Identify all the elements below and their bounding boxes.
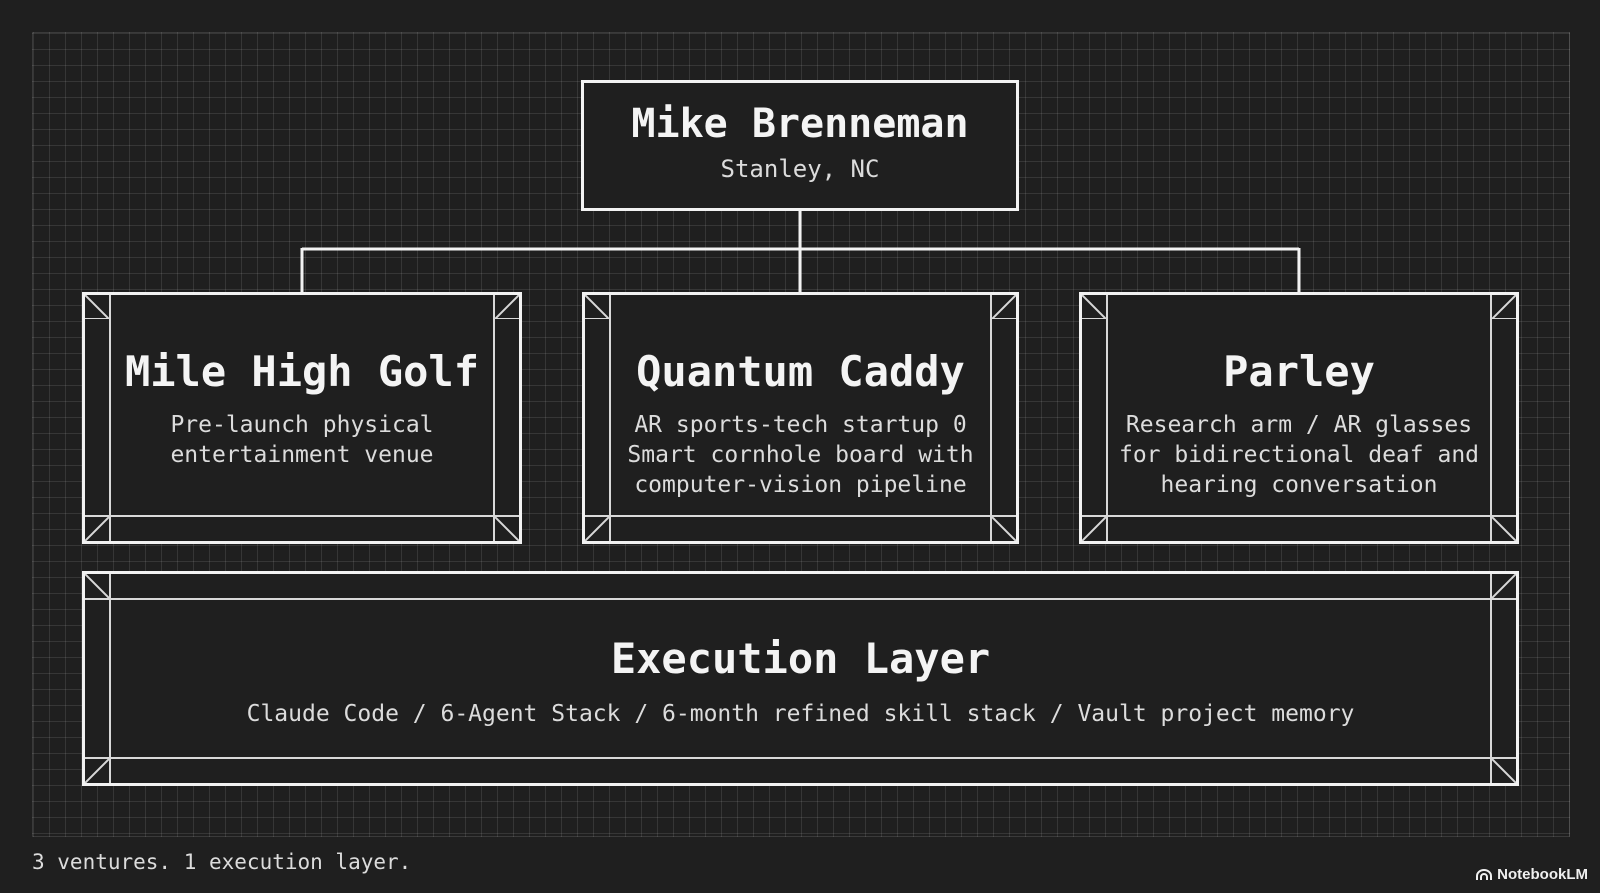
notebooklm-logo-icon bbox=[1476, 868, 1493, 880]
venture-title: Quantum Caddy bbox=[636, 347, 965, 396]
venture-title: Parley bbox=[1223, 347, 1375, 396]
execution-title: Execution Layer bbox=[610, 634, 991, 683]
root-location: Stanley, NC bbox=[720, 155, 880, 183]
venture-card-parley: Parley Research arm / AR glasses for bid… bbox=[1079, 292, 1519, 544]
venture-desc-line: for bidirectional deaf and bbox=[1118, 442, 1480, 468]
venture-desc-line: entertainment venue bbox=[170, 442, 434, 468]
venture-desc-line: hearing conversation bbox=[1160, 472, 1438, 498]
footer-caption: 3 ventures. 1 execution layer. bbox=[32, 850, 412, 874]
venture-description: Research arm / AR glasses for bidirectio… bbox=[1082, 410, 1516, 500]
venture-card-mile-high-golf: Mile High Golf Pre-launch physical enter… bbox=[82, 292, 522, 544]
venture-title: Mile High Golf bbox=[124, 347, 479, 396]
venture-desc-line: Research arm / AR glasses bbox=[1125, 412, 1473, 438]
root-name: Mike Brenneman bbox=[631, 101, 969, 147]
root-node: Mike Brenneman Stanley, NC bbox=[581, 80, 1019, 211]
brand-label: NotebookLM bbox=[1497, 866, 1588, 883]
brand-mark: NotebookLM bbox=[1476, 866, 1588, 883]
venture-desc-line: computer-vision pipeline bbox=[634, 472, 967, 498]
venture-card-quantum-caddy: Quantum Caddy AR sports-tech startup 0 S… bbox=[582, 292, 1019, 544]
venture-desc-line: AR sports-tech startup 0 bbox=[634, 412, 967, 438]
execution-layer-card: Execution Layer Claude Code / 6-Agent St… bbox=[82, 571, 1519, 786]
venture-desc-line: Smart cornhole board with bbox=[627, 442, 974, 468]
execution-description: Claude Code / 6-Agent Stack / 6-month re… bbox=[246, 701, 1355, 727]
venture-description: AR sports-tech startup 0 Smart cornhole … bbox=[585, 410, 1016, 500]
venture-description: Pre-launch physical entertainment venue bbox=[85, 410, 519, 470]
venture-desc-line: Pre-launch physical bbox=[170, 412, 434, 438]
